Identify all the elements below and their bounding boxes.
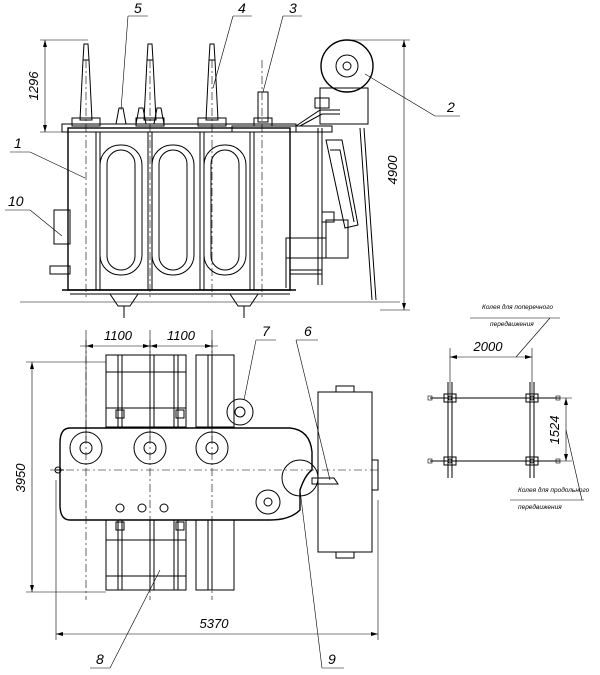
dim-length: 5370	[200, 616, 230, 631]
radiators-bottom	[105, 519, 235, 591]
radiators-top	[105, 354, 235, 428]
dim-depth: 3950	[13, 463, 28, 493]
note-longitudinal-1: Колея для продольного	[518, 486, 590, 494]
lv-bushings	[115, 107, 165, 125]
track-detail: 2000 Колея для поперечного передвижения …	[427, 303, 590, 511]
hv-bushings	[71, 43, 227, 127]
plan-dimensions: 1100 1100 3950 5370	[13, 328, 379, 640]
dim-total-height: 4900	[385, 155, 400, 185]
control-box	[53, 209, 71, 245]
label-8: 8	[96, 651, 104, 667]
tank-plan	[59, 427, 313, 521]
note-transverse-2: передвижения	[490, 320, 534, 328]
radiator-panels	[99, 144, 247, 276]
plan-callouts: 7 6 8 9	[90, 323, 344, 669]
tank-cover	[61, 123, 297, 133]
elevation-view	[20, 39, 400, 318]
dim-track-transverse: 2000	[473, 339, 504, 354]
dim-bushing-height: 1296	[26, 71, 41, 101]
dim-spacing-1: 1100	[104, 328, 133, 343]
plan-view	[50, 340, 380, 600]
elevation-dimensions: 1296 4900	[26, 39, 410, 311]
label-10: 10	[8, 193, 24, 209]
dim-track-longitudinal: 1524	[547, 416, 562, 445]
label-6: 6	[304, 323, 312, 339]
dim-spacing-2: 1100	[167, 328, 196, 343]
label-5: 5	[134, 0, 142, 16]
label-7: 7	[262, 323, 271, 339]
elevation-callouts: 1 2 3 4 5 10	[5, 0, 460, 237]
label-3: 3	[289, 0, 297, 16]
item-7-circle	[226, 398, 254, 426]
label-4: 4	[238, 0, 246, 16]
conservator	[314, 39, 374, 125]
label-2: 2	[446, 99, 455, 115]
cooler-frame	[285, 127, 377, 301]
note-transverse-1: Колея для поперечного	[482, 303, 553, 311]
note-longitudinal-2: передвижения	[518, 503, 562, 511]
wheels-elevation	[109, 293, 259, 318]
tank-body	[67, 127, 291, 291]
cooler-plan	[317, 391, 373, 553]
label-9: 9	[328, 651, 336, 667]
label-1: 1	[14, 135, 22, 151]
